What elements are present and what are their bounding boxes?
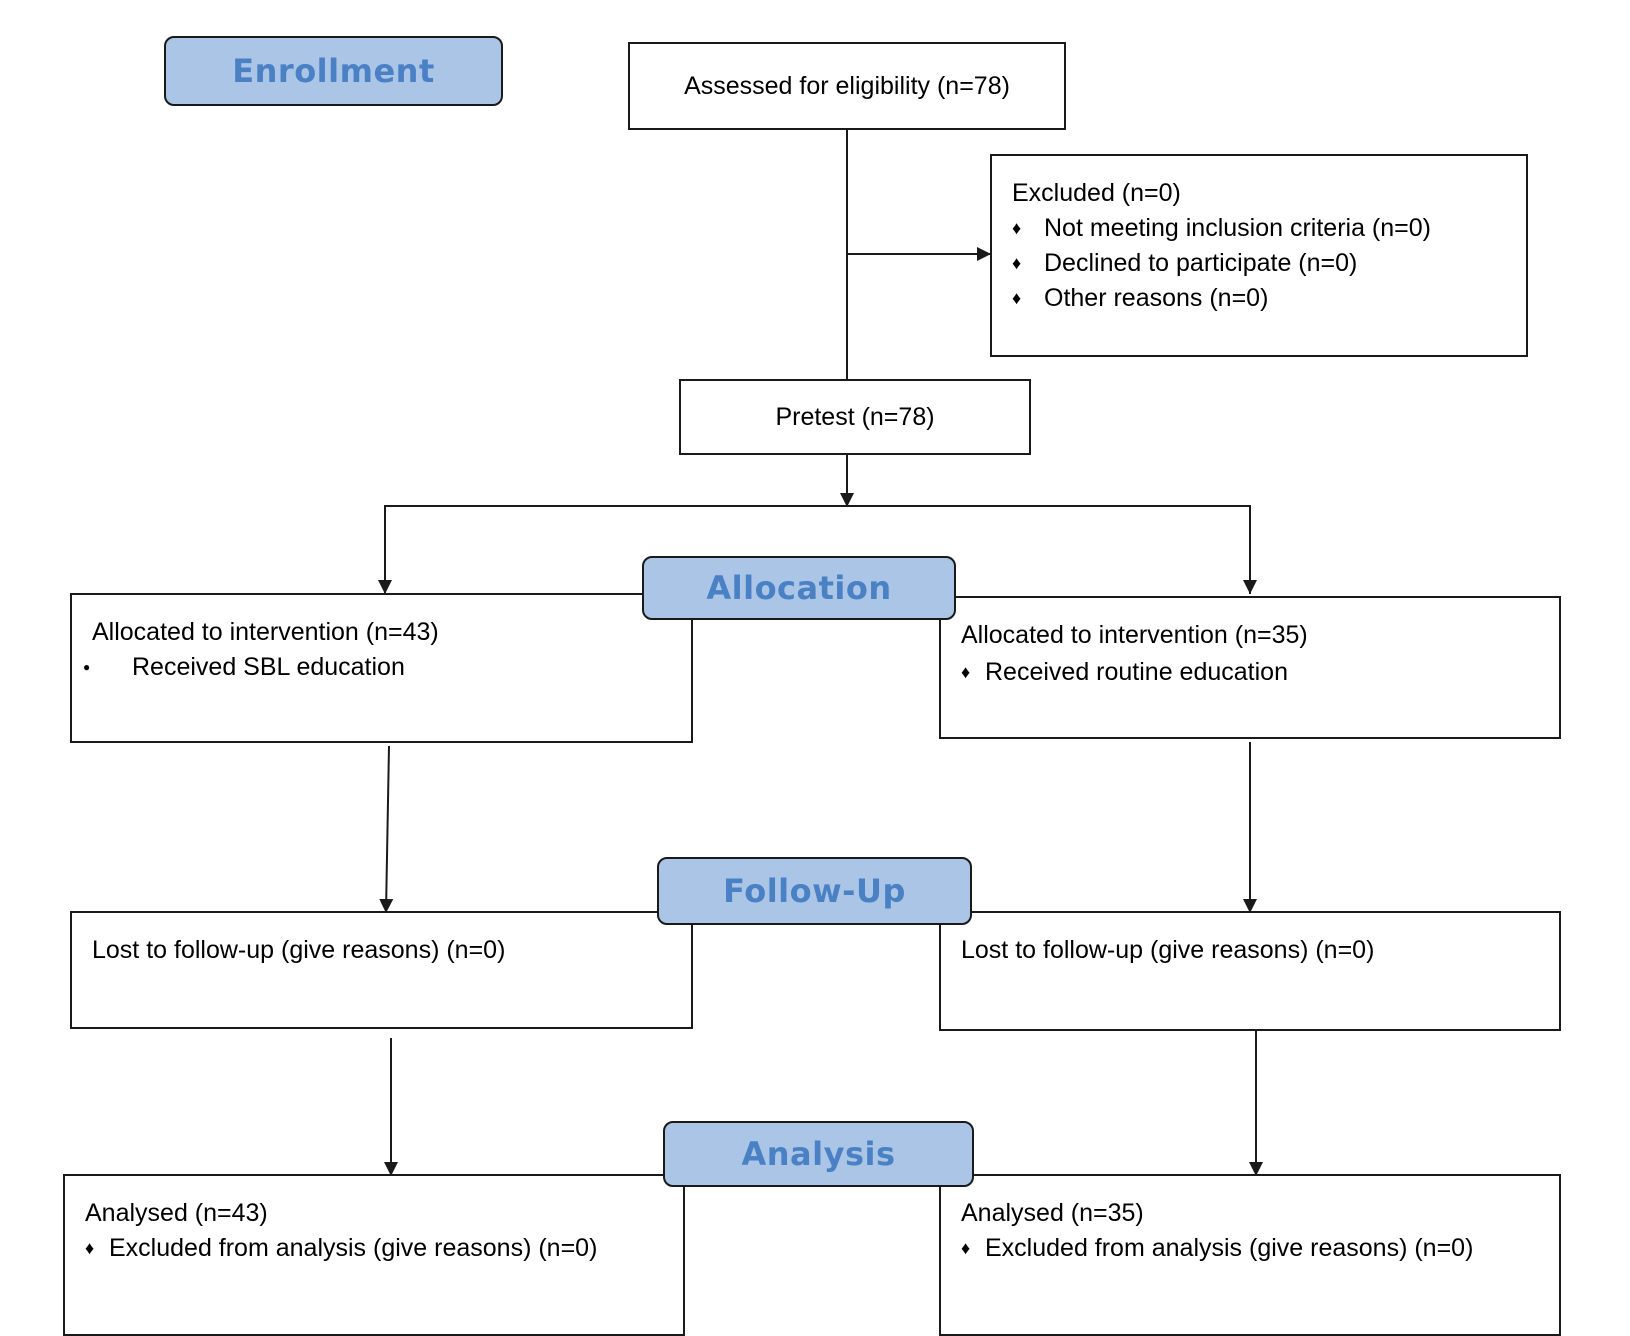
dot-bullet-icon: ● <box>83 660 91 674</box>
left-alloc-arrow <box>379 745 394 913</box>
split-line <box>384 505 1251 594</box>
analysis-right-title: Analysed (n=35) <box>961 1199 1144 1227</box>
allocation-right-item: ♦ Received routine education <box>961 655 1559 690</box>
follow-up-left-text: Lost to follow-up (give reasons) (n=0) <box>92 936 506 964</box>
assessed-box: Assessed for eligibility (n=78) <box>628 42 1066 130</box>
analysis-right-item: ♦ Excluded from analysis (give reasons) … <box>961 1231 1559 1266</box>
excluded-item-text: Not meeting inclusion criteria (n=0) <box>1044 214 1431 242</box>
excluded-title: Excluded (n=0) <box>1012 179 1181 207</box>
excluded-item-1: ♦ Not meeting inclusion criteria (n=0) <box>1012 211 1526 246</box>
pretest-box: Pretest (n=78) <box>679 379 1031 455</box>
stage-enrollment: Enrollment <box>164 36 503 106</box>
excluded-item-text: Other reasons (n=0) <box>1044 284 1269 312</box>
excluded-item-text: Declined to participate (n=0) <box>1044 249 1358 277</box>
excluded-item-3: ♦ Other reasons (n=0) <box>1012 281 1526 316</box>
allocation-left-item: ● Received SBL education <box>83 650 691 685</box>
stage-analysis-label: Analysis <box>741 1135 896 1173</box>
follow-up-right-box: Lost to follow-up (give reasons) (n=0) <box>939 911 1561 1031</box>
diamond-bullet-icon: ♦ <box>961 662 971 682</box>
allocation-left-title: Allocated to intervention (n=43) <box>92 618 439 646</box>
analysis-right-box: Analysed (n=35) ♦ Excluded from analysis… <box>939 1174 1561 1336</box>
assessed-text: Assessed for eligibility (n=78) <box>684 71 1010 100</box>
stage-allocation: Allocation <box>642 556 956 620</box>
analysis-left-item-text: Excluded from analysis (give reasons) (n… <box>109 1234 598 1262</box>
analysis-left-title: Analysed (n=43) <box>85 1199 268 1227</box>
allocation-right-box: Allocated to intervention (n=35) ♦ Recei… <box>939 596 1561 739</box>
diamond-bullet-icon: ♦ <box>1012 288 1022 308</box>
allocation-left-box: Allocated to intervention (n=43) ● Recei… <box>70 593 693 743</box>
follow-up-left-box: Lost to follow-up (give reasons) (n=0) <box>70 911 693 1029</box>
diamond-bullet-icon: ♦ <box>1012 253 1022 273</box>
stage-enrollment-label: Enrollment <box>232 52 435 90</box>
excluded-box: Excluded (n=0) ♦ Not meeting inclusion c… <box>990 154 1528 357</box>
stage-analysis: Analysis <box>663 1121 974 1187</box>
stage-allocation-label: Allocation <box>706 569 892 607</box>
allocation-right-title: Allocated to intervention (n=35) <box>961 621 1308 649</box>
allocation-left-item-text: Received SBL education <box>132 653 405 681</box>
excluded-item-2: ♦ Declined to participate (n=0) <box>1012 246 1526 281</box>
stage-follow-up-label: Follow-Up <box>723 872 906 910</box>
analysis-left-item: ♦ Excluded from analysis (give reasons) … <box>85 1231 683 1266</box>
pretest-text: Pretest (n=78) <box>775 402 935 431</box>
diamond-bullet-icon: ♦ <box>961 1238 971 1258</box>
analysis-left-box: Analysed (n=43) ♦ Excluded from analysis… <box>63 1174 685 1336</box>
diamond-bullet-icon: ♦ <box>85 1238 95 1258</box>
allocation-right-item-text: Received routine education <box>985 658 1288 686</box>
diamond-bullet-icon: ♦ <box>1012 218 1022 238</box>
follow-up-right-text: Lost to follow-up (give reasons) (n=0) <box>961 936 1375 964</box>
stage-follow-up: Follow-Up <box>657 857 972 925</box>
analysis-right-item-text: Excluded from analysis (give reasons) (n… <box>985 1234 1474 1262</box>
